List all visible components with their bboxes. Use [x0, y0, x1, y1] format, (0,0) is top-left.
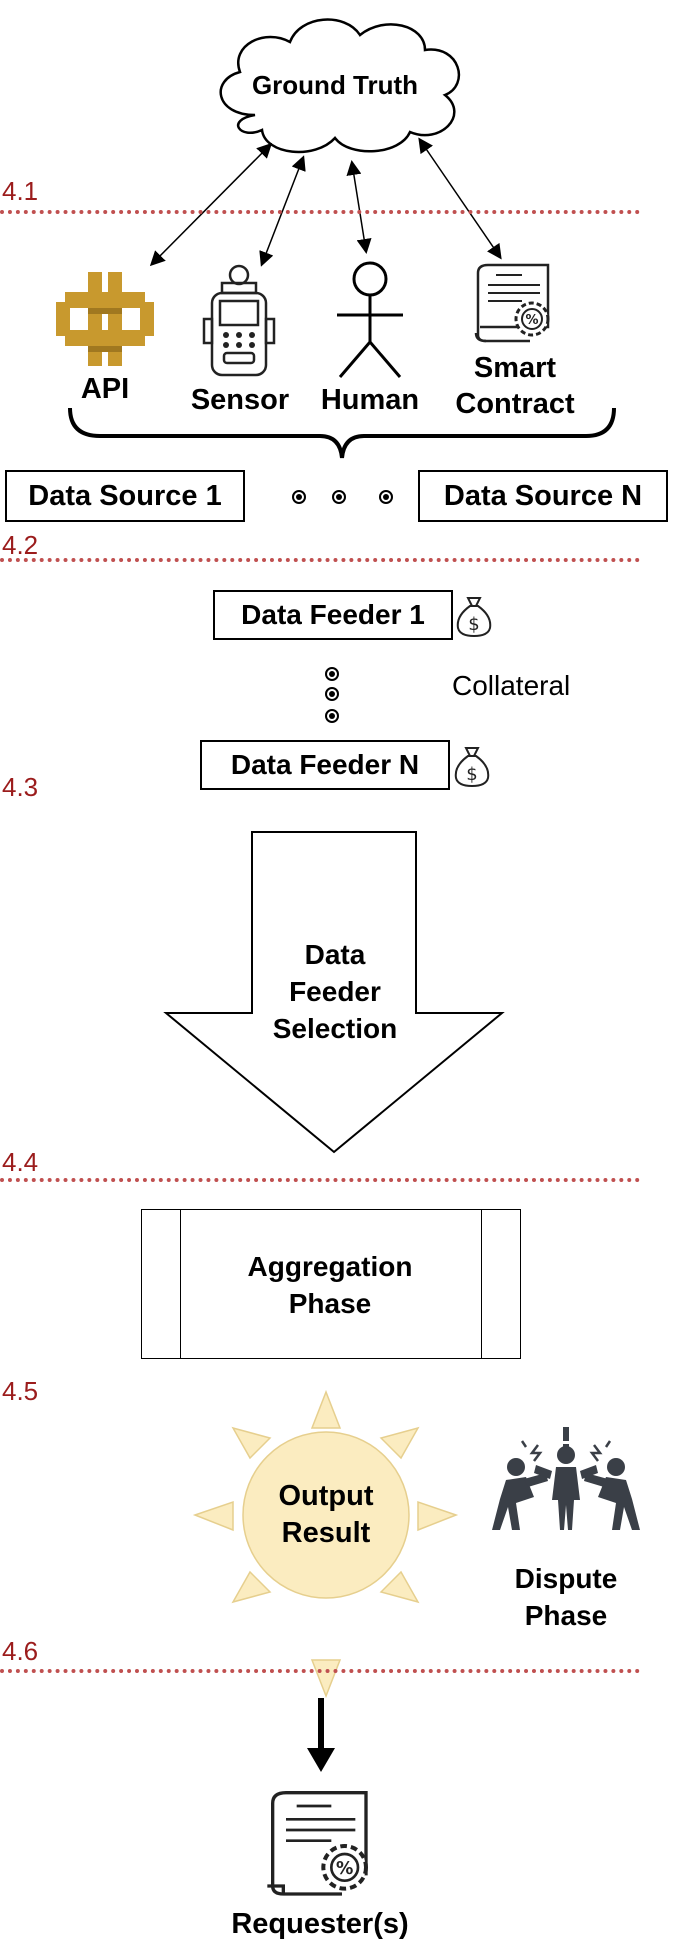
output-result-line-1: Output: [278, 1480, 374, 1512]
svg-text:$: $: [468, 614, 479, 635]
data-source-last-box: Data Source N: [418, 470, 668, 522]
sensor-device-icon: [202, 264, 276, 377]
stage-divider-4-4: [0, 1178, 640, 1182]
smart-contract-label-line-1: Smart: [473, 352, 557, 384]
sources-brace: [68, 407, 616, 459]
down-arrow-icon: [307, 1698, 335, 1772]
sensor-label: Sensor: [190, 384, 290, 416]
aggregation-box-right-rail: [481, 1210, 482, 1358]
dispute-phase-label: Dispute Phase: [486, 1560, 646, 1634]
smart-contract-label-line-2: Contract: [455, 388, 575, 420]
money-bag-icon-2: $: [454, 747, 490, 788]
ground-truth-label: Ground Truth: [251, 70, 419, 100]
ellipsis-dots-vertical: [325, 667, 339, 723]
stage-divider-4-6: [0, 1669, 640, 1673]
contract-document-icon: %: [267, 1791, 368, 1896]
dispute-phase-line-2: Phase: [524, 1600, 608, 1631]
selection-arrow: [163, 831, 505, 1154]
ellipsis-dots-horizontal: [292, 490, 393, 504]
svg-text:$: $: [466, 764, 477, 785]
aggregation-box: [141, 1209, 521, 1359]
smart-contract-icon: %: [474, 263, 550, 343]
api-label: API: [80, 373, 130, 405]
aggregation-label-line-2: Phase: [288, 1288, 372, 1319]
svg-text:%: %: [336, 1859, 353, 1879]
svg-text:%: %: [525, 313, 538, 328]
human-label: Human: [320, 384, 420, 416]
output-result-line-2: Result: [281, 1517, 371, 1549]
dispute-phase-line-1: Dispute: [514, 1563, 618, 1594]
requester-label: Requester(s): [231, 1908, 409, 1940]
stage-label-4-6: 4.6: [2, 1636, 39, 1666]
collateral-label: Collateral: [452, 670, 571, 701]
stage-label-4-5: 4.5: [2, 1376, 39, 1406]
api-gateway-icon: [56, 272, 154, 366]
selection-label-line-2: Feeder: [289, 976, 381, 1007]
money-bag-icon: $: [456, 597, 492, 638]
output-result-label: Output Result: [246, 1478, 406, 1552]
selection-label-line-3: Selection: [272, 1013, 398, 1044]
data-source-first-box: Data Source 1: [5, 470, 245, 522]
selection-label-line-1: Data: [304, 939, 366, 970]
stage-label-4-3: 4.3: [2, 772, 39, 802]
stage-divider-4-2: [0, 558, 640, 562]
stage-label-4-1: 4.1: [2, 176, 39, 206]
stage-divider-4-1: [0, 210, 640, 214]
stage-label-4-4: 4.4: [2, 1147, 39, 1177]
smart-contract-label: Smart Contract: [430, 350, 600, 422]
stick-figure-icon: [337, 261, 403, 378]
data-feeder-first-box: Data Feeder 1: [213, 590, 453, 640]
stage-label-4-2: 4.2: [2, 530, 39, 560]
aggregation-label: Aggregation Phase: [180, 1248, 480, 1322]
aggregation-label-line-1: Aggregation: [247, 1251, 413, 1282]
dispute-people-icon: [492, 1427, 640, 1530]
ground-truth-cloud: [219, 18, 461, 154]
aggregation-box-left-rail: [180, 1210, 181, 1358]
ground-truth-arrows: [149, 137, 502, 267]
data-feeder-last-box: Data Feeder N: [200, 740, 450, 790]
selection-label: Data Feeder Selection: [240, 936, 430, 1047]
